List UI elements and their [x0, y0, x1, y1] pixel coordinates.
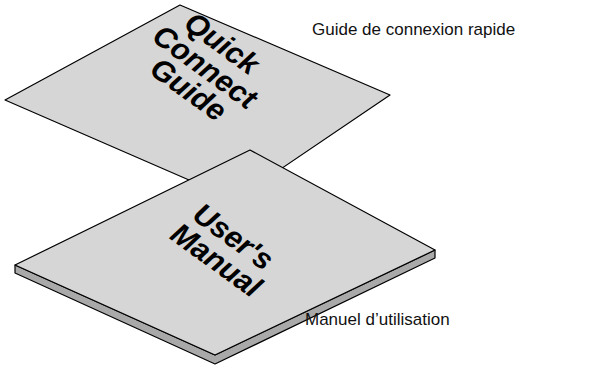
french-guide-title: Guide de connexion rapide: [312, 20, 515, 40]
french-manual-title: Manuel d’utilisation: [305, 310, 450, 330]
manual-booklet: User's Manual: [15, 140, 440, 366]
